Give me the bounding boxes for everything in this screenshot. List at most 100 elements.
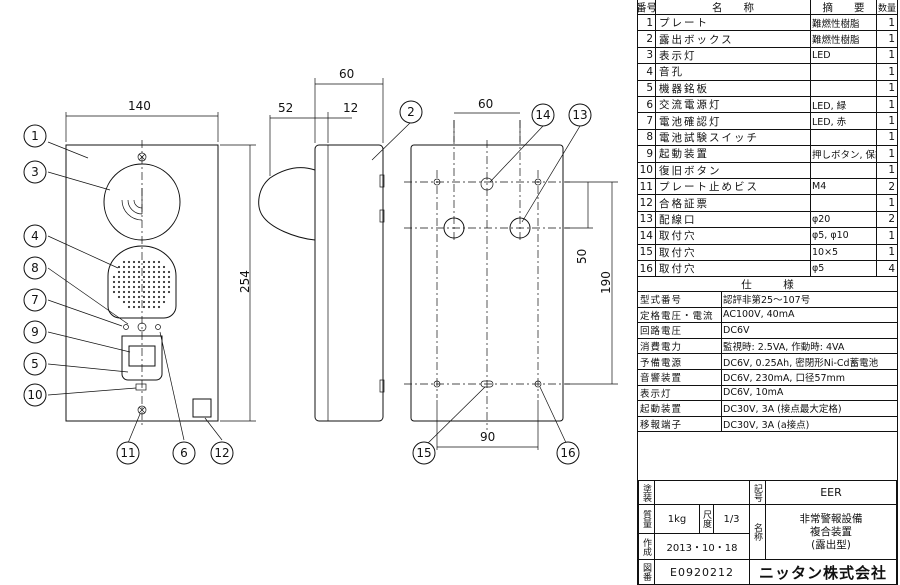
speaker-hole bbox=[142, 305, 146, 309]
speaker-hole bbox=[127, 275, 131, 279]
speaker-hole bbox=[112, 280, 116, 284]
part-no: 6 bbox=[646, 98, 653, 111]
part-qty: 1 bbox=[888, 197, 895, 210]
speaker-hole bbox=[122, 300, 126, 304]
speaker-hole bbox=[147, 300, 151, 304]
part-no: 9 bbox=[646, 147, 653, 160]
speaker-hole bbox=[132, 305, 136, 309]
dim-side-depth: 60 bbox=[339, 67, 354, 81]
speaker-hole bbox=[147, 305, 151, 309]
speaker-hole bbox=[127, 305, 131, 309]
spec-value: DC6V, 230mA, 口径57mm bbox=[723, 373, 846, 385]
part-no: 12 bbox=[639, 197, 653, 210]
speaker-hole bbox=[122, 270, 126, 274]
company-logo: ニッタン株式会社 bbox=[749, 559, 897, 585]
callout-label: 2 bbox=[407, 105, 415, 119]
part-name: 音孔 bbox=[659, 66, 684, 79]
speaker-hole bbox=[112, 290, 116, 294]
speaker-hole bbox=[162, 265, 166, 269]
speaker-hole bbox=[167, 285, 171, 289]
speaker-hole bbox=[142, 290, 146, 294]
mass-label: 質量 bbox=[638, 504, 655, 534]
speaker-hole bbox=[127, 290, 131, 294]
speaker-hole bbox=[132, 280, 136, 284]
rear-view: 60 90 50 190 bbox=[404, 97, 618, 450]
speaker-hole bbox=[117, 270, 121, 274]
speaker-hole bbox=[142, 265, 146, 269]
part-name: 電池確認灯 bbox=[659, 115, 722, 128]
callout-label: 13 bbox=[572, 108, 587, 122]
part-qty: 1 bbox=[888, 164, 895, 177]
part-name: 起動装置 bbox=[659, 148, 709, 161]
speaker-hole bbox=[147, 260, 151, 264]
part-summary bbox=[812, 64, 876, 79]
part-name: プレート bbox=[659, 17, 709, 30]
callout-circle bbox=[556, 441, 580, 465]
callout-circle bbox=[210, 441, 234, 465]
part-name: 電池試験スイッチ bbox=[659, 131, 759, 144]
spec-title: 仕 様 bbox=[741, 278, 794, 291]
part-qty: 1 bbox=[888, 147, 895, 160]
part-qty: 1 bbox=[888, 98, 895, 111]
part-qty: 1 bbox=[888, 229, 895, 242]
speaker-hole bbox=[157, 265, 161, 269]
callout-circle bbox=[23, 224, 47, 248]
part-qty: 4 bbox=[888, 262, 895, 275]
speaker-hole bbox=[167, 275, 171, 279]
spec-row: 回路電圧 DC6V bbox=[638, 323, 897, 339]
speaker-hole bbox=[112, 275, 116, 279]
speaker-hole bbox=[157, 295, 161, 299]
spec-value: DC6V bbox=[723, 324, 750, 336]
spec-value: DC30V, 3A (a接点) bbox=[723, 420, 810, 432]
header-qty: 数量 bbox=[877, 3, 896, 14]
speaker-hole bbox=[157, 260, 161, 264]
speaker-hole bbox=[167, 270, 171, 274]
speaker-hole bbox=[137, 305, 141, 309]
part-summary bbox=[812, 130, 876, 145]
part-qty: 1 bbox=[888, 82, 895, 95]
speaker-hole bbox=[162, 300, 166, 304]
speaker-hole bbox=[132, 300, 136, 304]
callout-label: 10 bbox=[27, 388, 42, 402]
part-no: 11 bbox=[639, 180, 653, 193]
speaker-hole bbox=[117, 285, 121, 289]
speaker-hole bbox=[147, 290, 151, 294]
part-summary: LED, 緑 bbox=[812, 100, 847, 112]
name-label: 名称 bbox=[749, 504, 766, 560]
spec-row: 移報端子 DC30V, 3A (a接点) bbox=[638, 416, 897, 433]
paint-value bbox=[654, 480, 750, 505]
speaker-hole bbox=[112, 285, 116, 289]
callout-circle bbox=[23, 288, 47, 312]
drawing-no-value: E0920212 bbox=[654, 559, 750, 585]
dim-side-projection: 52 bbox=[278, 101, 293, 115]
header-name: 名 称 bbox=[712, 1, 754, 14]
spec-value: 監視時: 2.5VA, 作動時: 4VA bbox=[723, 342, 845, 354]
speaker-hole bbox=[132, 265, 136, 269]
speaker-hole bbox=[147, 275, 151, 279]
dim-front-width: 140 bbox=[128, 99, 151, 113]
speaker-hole bbox=[167, 290, 171, 294]
date-label: 作成 bbox=[638, 533, 655, 560]
speaker-hole bbox=[127, 270, 131, 274]
spec-value: AC100V, 40mA bbox=[723, 309, 795, 321]
spec-label: 回路電圧 bbox=[640, 326, 683, 338]
speaker-hole bbox=[167, 280, 171, 284]
speaker-hole bbox=[162, 280, 166, 284]
part-name: 復旧ボタン bbox=[659, 164, 722, 177]
callout-label: 4 bbox=[31, 229, 39, 243]
speaker-hole bbox=[142, 260, 146, 264]
part-no: 5 bbox=[646, 82, 653, 95]
part-qty: 1 bbox=[888, 16, 895, 29]
callout-label: 16 bbox=[560, 446, 575, 460]
callout-circle bbox=[23, 124, 47, 148]
speaker-hole bbox=[127, 295, 131, 299]
part-summary: LED, 赤 bbox=[812, 117, 847, 129]
spec-label: 移報端子 bbox=[640, 420, 683, 432]
spec-title-row: 仕 様 bbox=[638, 277, 897, 292]
speaker-hole bbox=[122, 260, 126, 264]
